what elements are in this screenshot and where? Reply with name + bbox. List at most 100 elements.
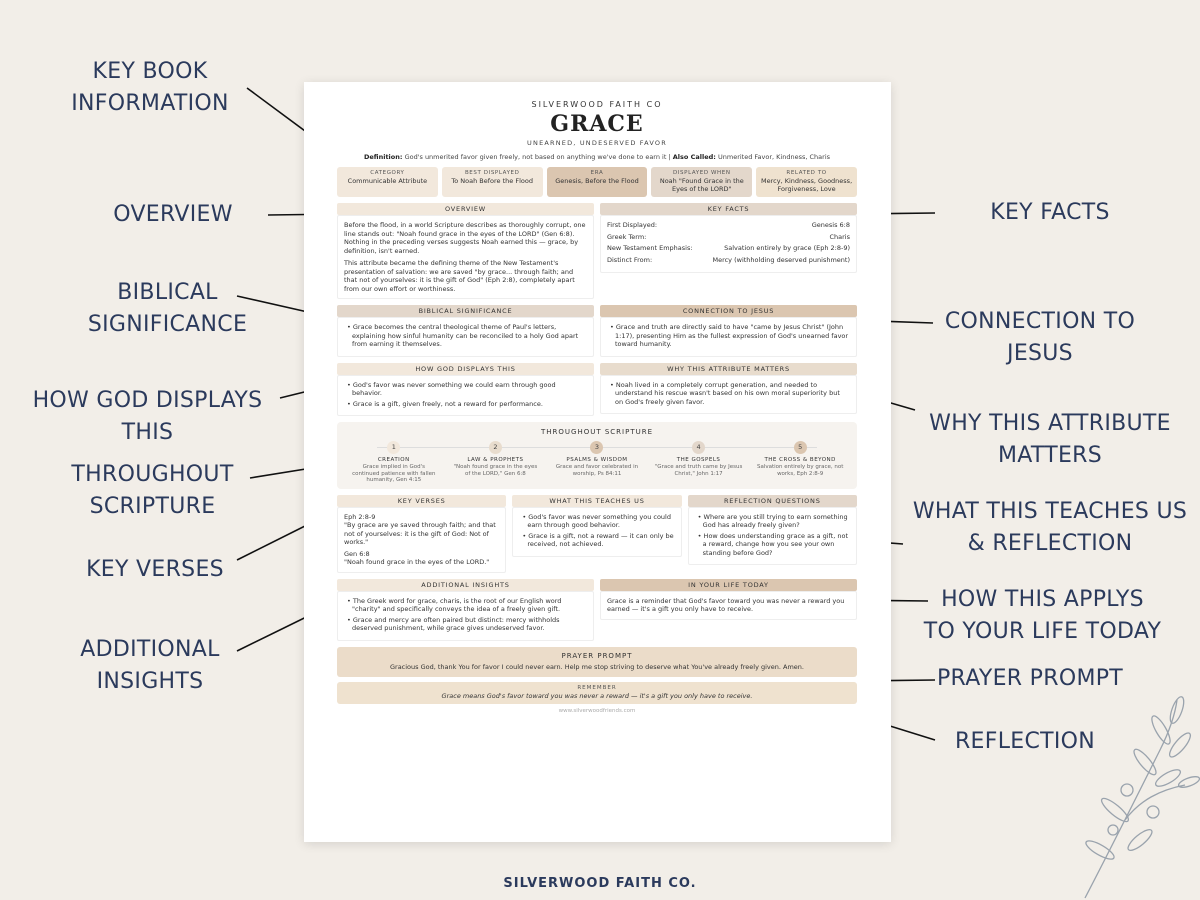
row-insights-life: ADDITIONAL INSIGHTS • The Greek word for…: [337, 578, 857, 641]
callout-key-verses: KEY VERSES: [86, 557, 224, 582]
verse-reference: Gen 6:8: [344, 549, 370, 558]
website-footer: www.silverwoodfriends.com: [558, 707, 636, 714]
stage-number: 3: [590, 441, 604, 454]
card-label: DISPLAYED WHEN: [673, 170, 731, 176]
callout-throughout-scripture: THROUGHOUT SCRIPTURE: [71, 462, 234, 519]
key-facts-header: KEY FACTS: [600, 203, 857, 215]
stage-description: Grace and favor celebrated in worship, P…: [555, 464, 639, 477]
stage-number: 5: [793, 441, 807, 454]
section-reflection-questions: REFLECTION QUESTIONS • Where are you sti…: [687, 494, 857, 573]
stage-name: CREATION: [377, 457, 410, 463]
section-key-verses: KEY VERSES Eph 2:8-9 "By grace are ye sa…: [337, 494, 507, 573]
prayer-text: Gracious God, thank You for favor I coul…: [389, 662, 804, 671]
life-today-body: Grace is a reminder that God's favor tow…: [600, 590, 857, 620]
callout-overview: OVERVIEW: [113, 202, 233, 227]
section-teaches: WHAT THIS TEACHES US • God's favor was n…: [512, 494, 682, 573]
worksheet-page: SILVERWOOD FAITH CO GRACE UNEARNED, UNDE…: [304, 82, 891, 842]
insights-header: ADDITIONAL INSIGHTS: [337, 578, 594, 591]
fact-value: Genesis 6:8: [811, 221, 850, 229]
verse-text: "By grace are ye saved through faith; an…: [344, 521, 496, 546]
key-verses-body: Eph 2:8-9 "By grace are ye saved through…: [337, 506, 507, 573]
life-today-header: IN YOUR LIFE TODAY: [600, 578, 857, 591]
fact-value: Mercy (withholding deserved punishment): [712, 255, 850, 264]
stage-description: "Grace and truth came by Jesus Christ," …: [654, 464, 743, 477]
timeline-title: THROUGHOUT SCRIPTURE: [540, 428, 654, 436]
row-verses-teaches-reflection: KEY VERSES Eph 2:8-9 "By grace are ye sa…: [337, 494, 857, 573]
prayer-title: PRAYER PROMPT: [561, 651, 633, 660]
card-era: ERA Genesis, Before the Flood: [546, 167, 648, 197]
teaches-header: WHAT THIS TEACHES US: [512, 494, 682, 507]
callout-key-facts: KEY FACTS: [990, 200, 1110, 225]
callout-biblical-significance: BIBLICAL SIGNIFICANCE: [87, 280, 248, 337]
why-matters-header: WHY THIS ATTRIBUTE MATTERS: [600, 362, 857, 375]
why-matters-body: • Noah lived in a completely corrupt gen…: [600, 374, 857, 414]
also-called-label: Also Called:: [672, 153, 716, 161]
verse-reference: Eph 2:8-9: [344, 512, 376, 521]
how-displays-header: HOW GOD DISPLAYS THIS: [337, 362, 594, 375]
callout-prayer-prompt: PRAYER PROMPT: [936, 666, 1124, 691]
timeline-stage: 1 CREATION Grace implied in God's contin…: [343, 441, 445, 484]
fact-value: Charis: [829, 232, 850, 241]
fact-row: New Testament Emphasis: Salvation entirel…: [607, 244, 850, 253]
sheet-title: GRACE: [550, 111, 644, 137]
also-called-text: Unmerited Favor, Kindness, Charis: [717, 153, 831, 161]
bullet-item: • The Greek word for grace, charis, is t…: [347, 596, 562, 614]
remember-box: REMEMBER Grace means God's favor toward …: [337, 681, 857, 704]
card-label: ERA: [590, 170, 604, 176]
section-how-god-displays: HOW GOD DISPLAYS THIS • God's favor was …: [337, 362, 594, 416]
verse-text: "Noah found grace in the eyes of the LOR…: [344, 558, 490, 566]
key-facts-body: First Displayed: Genesis 6:8 Greek Term: C…: [600, 215, 857, 273]
callout-applys: HOW THIS APPLYS TO YOUR LIFE TODAY: [923, 587, 1162, 644]
remember-text: Grace means God's favor toward you was n…: [441, 691, 753, 700]
fact-row: Greek Term: Charis: [607, 233, 850, 242]
how-displays-body: • God's favor was never something we cou…: [337, 374, 594, 416]
card-value: Noah "Found Grace in the Eyes of the LOR…: [659, 177, 744, 193]
timeline-stages: 1 CREATION Grace implied in God's contin…: [343, 441, 851, 484]
callout-teaches-reflection: WHAT THIS TEACHES US & REFLECTION: [912, 499, 1188, 556]
stage-number: 1: [387, 441, 401, 454]
bullet-item: • How does understanding grace as a gift…: [697, 531, 849, 557]
stage-name: THE CROSS & BEYOND: [764, 457, 836, 463]
bullet-item: • God's favor was never something we cou…: [347, 380, 556, 398]
bullet-item: • Grace and truth are directly said to h…: [610, 323, 849, 348]
stage-number: 2: [488, 441, 502, 454]
callout-key-book-info: KEY BOOK INFORMATION: [71, 59, 229, 116]
card-category: CATEGORY Communicable Attribute: [337, 167, 438, 197]
fact-key: New Testament Emphasis:: [607, 244, 693, 252]
bullet-item: • Grace and mercy are often paired but d…: [347, 615, 560, 633]
card-value: To Noah Before the Flood: [451, 177, 533, 185]
callout-connection-to-jesus: CONNECTION TO JESUS: [944, 309, 1136, 366]
card-label: BEST DISPLAYED: [464, 170, 520, 176]
section-additional-insights: ADDITIONAL INSIGHTS • The Greek word for…: [337, 578, 594, 641]
overview-body: Before the flood, in a world Scripture d…: [337, 215, 594, 299]
callout-additional-insights: ADDITIONAL INSIGHTS: [80, 637, 220, 694]
card-related-to: RELATED TO Mercy, Kindness, Goodness, Fo…: [756, 167, 857, 197]
card-label: CATEGORY: [370, 170, 405, 176]
section-why-matters: WHY THIS ATTRIBUTE MATTERS • Noah lived …: [600, 362, 857, 417]
brand-footer: SILVERWOOD FAITH CO.: [503, 876, 697, 891]
row-significance-connection: BIBLICAL SIGNIFICANCE • Grace becomes th…: [337, 305, 857, 357]
fact-key: First Displayed:: [607, 221, 658, 229]
definition-line: Definition: God's unmerited favor given …: [337, 153, 857, 161]
timeline-stage: 5 THE CROSS & BEYOND Salvation entirely …: [749, 441, 851, 484]
fact-key: Distinct From:: [607, 255, 653, 264]
callout-reflection: REFLECTION: [954, 729, 1096, 754]
card-best-displayed: BEST DISPLAYED To Noah Before the Flood: [441, 167, 543, 197]
fact-value: Salvation entirely by grace (Eph 2:8-9): [724, 244, 850, 252]
throughout-scripture-timeline: THROUGHOUT SCRIPTURE 1 CREATION Grace im…: [337, 422, 857, 489]
reflection-questions-header: REFLECTION QUESTIONS: [687, 494, 857, 507]
card-value: Genesis, Before the Flood: [555, 177, 639, 185]
fact-key: Greek Term:: [607, 232, 647, 241]
prayer-prompt: PRAYER PROMPT Gracious God, thank You fo…: [337, 646, 857, 677]
olive-branch-icon: [1084, 696, 1200, 899]
section-life-today: IN YOUR LIFE TODAY Grace is a reminder t…: [600, 578, 857, 641]
fact-row: Distinct From: Mercy (withholding deserve…: [607, 256, 850, 265]
row-displays-why: HOW GOD DISPLAYS THIS • God's favor was …: [337, 362, 857, 417]
connection-header: CONNECTION TO JESUS: [600, 305, 857, 317]
key-verses-header: KEY VERSES: [337, 494, 507, 507]
stage-name: LAW & PROPHETS: [467, 457, 524, 463]
bullet-item: • Where are you still trying to earn som…: [697, 512, 848, 530]
overview-paragraph-2: This attribute became the defining theme…: [344, 259, 575, 293]
bullet-item: • God's favor was never something you co…: [522, 512, 671, 530]
bullet-item: • Grace becomes the central theological …: [347, 323, 579, 348]
